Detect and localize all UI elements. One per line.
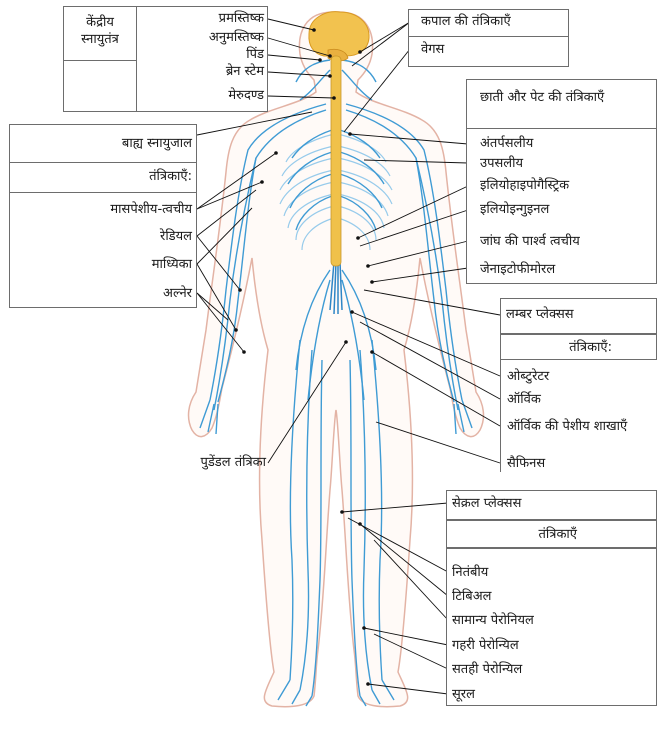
cns-item-cerebellum: अनुमस्तिष्क: [140, 30, 264, 45]
peripheral-item-median: माध्यिका: [12, 257, 192, 272]
cranial-divider: [408, 36, 569, 37]
brain: [309, 12, 369, 56]
cns-header: केंद्रीय स्नायुतंत्र: [66, 14, 134, 48]
lumbar-list-left-border: [500, 360, 501, 472]
lumbar-item-saphenous: सैफिनस: [507, 456, 545, 471]
pudendal-label: पुडेंडल तंत्रिका: [140, 455, 266, 470]
thorax-item-subcostal: उपसलीय: [480, 156, 523, 171]
spinal-cord: [331, 56, 341, 266]
lumbar-item-obturator: ओब्टुरेटर: [507, 369, 549, 384]
peripheral-item-musculocutaneous: मासपेशीय-त्वचीय: [12, 202, 192, 217]
lumbar-item-femoral-muscular: ऑर्विक की पेशीय शाखाएँ: [507, 419, 627, 434]
sacral-title: सेक्रल प्लेक्सस: [452, 496, 521, 511]
peripheral-divider-1: [9, 162, 197, 163]
thorax-item-iliohypogastric: इलियोहाइपोगैस्ट्रिक: [480, 178, 569, 193]
sacral-item-tibial: टिबिअल: [452, 589, 491, 604]
peripheral-subtitle: तंत्रिकाएँ:: [12, 169, 192, 184]
cns-item-spinal-cord: मेरुदण्ड: [140, 88, 264, 103]
peripheral-title: बाह्य स्नायुजाल: [12, 136, 192, 151]
sacral-item-deep-peroneal: गहरी पेरोन्यिल: [452, 638, 519, 653]
cns-header-underline: [63, 60, 136, 61]
thorax-item-intercostal: अंतर्पसलीय: [480, 136, 533, 151]
lumbar-subtitle: तंत्रिकाएँ:: [504, 340, 612, 355]
peripheral-item-radial: रेडियल: [12, 229, 192, 244]
peripheral-item-ulnar: अल्नेर: [12, 286, 192, 301]
cns-box-divider: [136, 6, 137, 112]
thorax-item-genitofemoral: जेनाइटोफीमोरल: [480, 262, 555, 277]
sacral-subtitle: तंत्रिकाएँ: [452, 527, 577, 542]
lumbar-title: लम्बर प्लेक्सस: [506, 307, 574, 322]
cns-item-cerebrum: प्रमस्तिष्क: [140, 11, 264, 26]
sacral-item-sural: सूरल: [452, 687, 475, 702]
cranial-title: कपाल की तंत्रिकाएँ: [421, 14, 511, 29]
lumbar-item-femoral: ऑर्विक: [507, 392, 541, 407]
cranial-vagus: वेगस: [421, 42, 444, 57]
sacral-item-superficial-peroneal: सतही पेरोन्यिल: [452, 662, 522, 677]
sacral-item-common-peroneal: सामान्य पेरोनियल: [452, 613, 534, 628]
cns-item-medulla: पिंड: [140, 47, 264, 62]
cns-item-brainstem: ब्रेन स्टेम: [140, 64, 264, 79]
thorax-divider: [466, 128, 657, 129]
thorax-title: छाती और पेट की तंत्रिकाएँ: [480, 90, 604, 105]
thorax-item-ilioinguinal: इलियोइन्गुइनल: [480, 202, 549, 217]
sacral-item-gluteal: नितंबीय: [452, 565, 488, 580]
peripheral-divider-2: [9, 192, 197, 193]
thorax-item-lateral-femoral-cutaneous: जांघ की पार्श्व त्वचीय: [480, 234, 580, 249]
